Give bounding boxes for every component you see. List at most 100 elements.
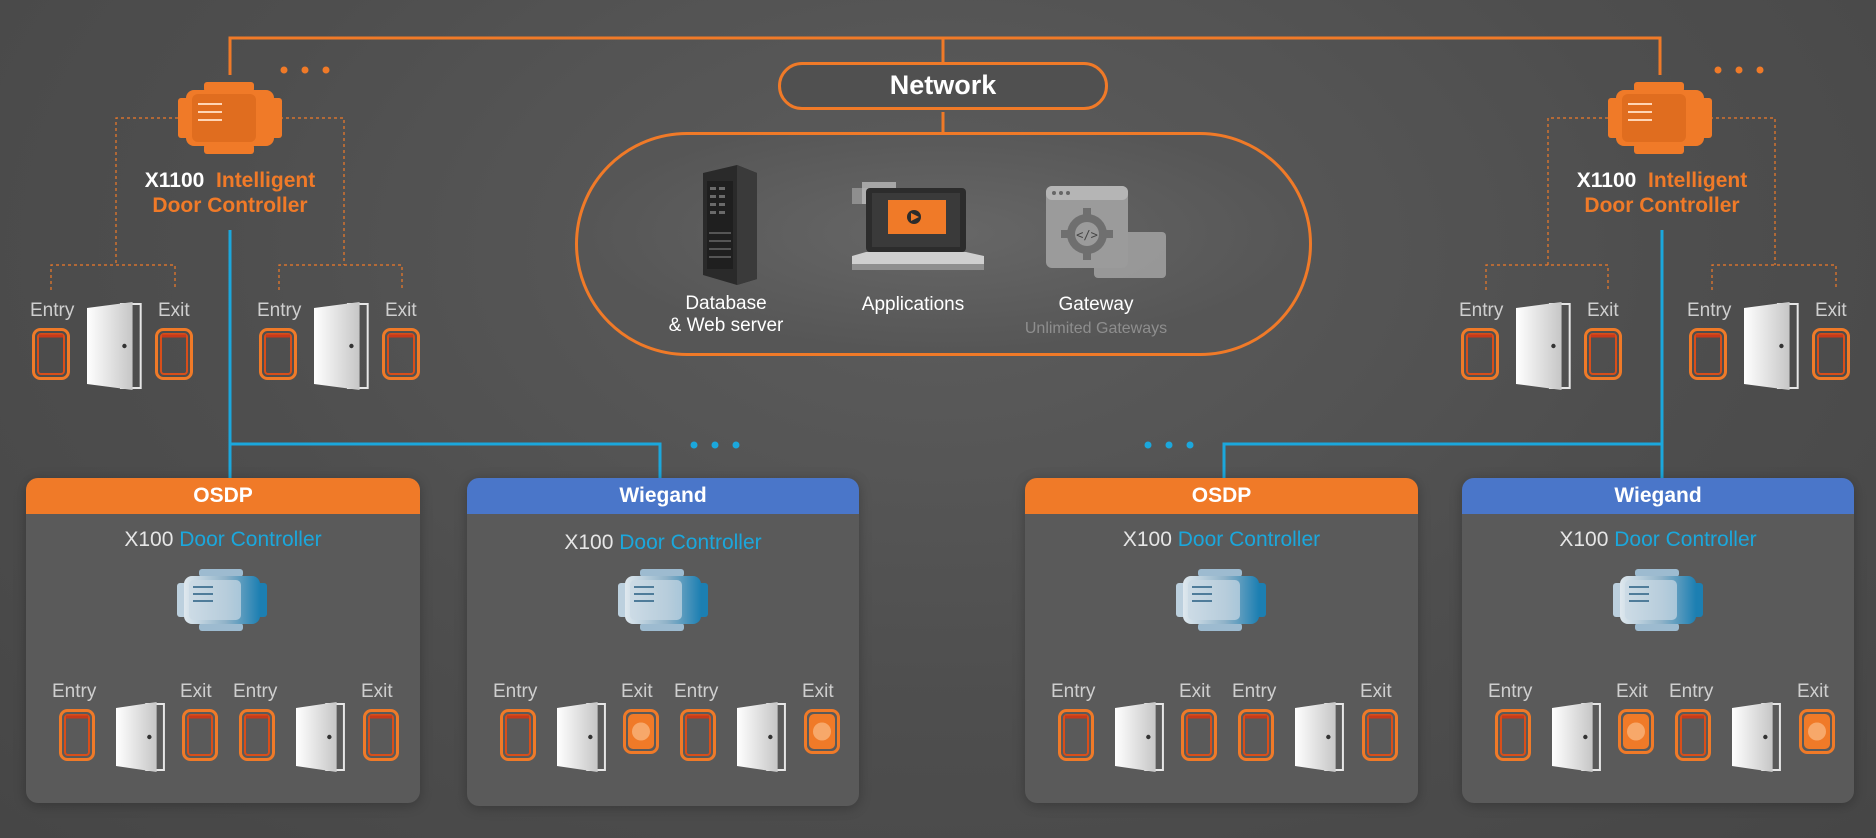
door-label-exit: Exit <box>1815 300 1847 321</box>
x1100-controller-icon <box>178 82 282 154</box>
card-reader-icon <box>1461 328 1499 380</box>
panel-desc: Door Controller <box>1177 528 1321 551</box>
svg-text:</>: </> <box>1076 228 1098 242</box>
card-reader-icon <box>1181 709 1217 761</box>
panel-header: Wiegand <box>467 478 859 514</box>
database-server-icon <box>703 165 757 285</box>
panel-desc: Door Controller <box>1614 528 1757 551</box>
door-label-entry: Entry <box>52 681 97 702</box>
panel-title: X100 Door Controller <box>26 528 420 552</box>
card-reader-icon <box>1675 709 1711 761</box>
door-label-exit: Exit <box>1360 681 1392 702</box>
door-icon <box>1744 302 1799 390</box>
panel-title: X100 Door Controller <box>467 531 859 555</box>
card-reader-icon <box>1584 328 1622 380</box>
controller-right-model: X1100 <box>1576 169 1637 192</box>
laptop-icon <box>852 182 984 270</box>
x100-controller-icon <box>177 569 267 631</box>
door-label-exit: Exit <box>1797 681 1829 702</box>
database-label-2: & Web server <box>668 315 784 336</box>
controller-left-title: X1100 Intelligent <box>110 168 350 193</box>
panel-desc: Door Controller <box>619 531 762 554</box>
card-reader-icon <box>1495 709 1531 761</box>
door-label-entry: Entry <box>674 681 719 702</box>
database-label-1: Database <box>685 293 767 314</box>
controller-left-model: X1100 <box>144 169 205 192</box>
panel-wiegand-1: Wiegand X100 Door Controller <box>467 478 859 806</box>
door-icon <box>1552 702 1601 772</box>
controller-right-desc1: Intelligent <box>1648 169 1748 192</box>
door-label-entry: Entry <box>1051 681 1096 702</box>
door-icon <box>737 702 786 772</box>
controller-left-desc1: Intelligent <box>216 169 316 192</box>
card-reader-icon <box>1058 709 1094 761</box>
door-label-exit: Exit <box>158 300 190 321</box>
card-reader-icon <box>363 709 399 761</box>
gateway-sublabel: Unlimited Gateways <box>1024 320 1168 337</box>
door-label-entry: Entry <box>1459 300 1504 321</box>
door-label-exit: Exit <box>1587 300 1619 321</box>
door-label-entry: Entry <box>1232 681 1277 702</box>
door-label-entry: Entry <box>30 300 75 321</box>
door-icon <box>557 702 606 772</box>
network-pill <box>778 62 1108 110</box>
door-label-exit: Exit <box>1179 681 1211 702</box>
door-label-exit: Exit <box>621 681 653 702</box>
card-reader-icon <box>32 328 70 380</box>
card-reader-icon <box>382 328 420 380</box>
door-icon <box>1516 302 1571 390</box>
card-reader-icon <box>1238 709 1274 761</box>
door-icon <box>1295 702 1344 772</box>
controller-right-title: X1100 Intelligent <box>1542 168 1782 193</box>
door-label-exit: Exit <box>385 300 417 321</box>
door-icon <box>1115 702 1164 772</box>
controller-right-desc2: Door Controller <box>1584 194 1740 217</box>
panel-title: X100 Door Controller <box>1025 528 1418 552</box>
door-icon <box>1732 702 1781 772</box>
controller-left-desc2: Door Controller <box>152 194 308 217</box>
x1100-controller-icon <box>1608 82 1712 154</box>
card-reader-icon <box>155 328 193 380</box>
door-label-exit: Exit <box>802 681 834 702</box>
exit-button-icon <box>623 709 659 754</box>
door-label-entry: Entry <box>233 681 278 702</box>
card-reader-icon <box>259 328 297 380</box>
exit-button-icon <box>1799 709 1835 754</box>
door-label-entry: Entry <box>1488 681 1533 702</box>
x100-controller-icon <box>618 569 708 631</box>
exit-button-icon <box>804 709 840 754</box>
door-icon <box>87 302 142 390</box>
door-icon <box>314 302 369 390</box>
door-label-exit: Exit <box>1616 681 1648 702</box>
panel-header: OSDP <box>1025 478 1418 514</box>
gateway-icon: </> <box>1046 186 1166 278</box>
x100-controller-icon <box>1176 569 1266 631</box>
card-reader-icon <box>59 709 95 761</box>
panel-model: X100 <box>1122 528 1172 551</box>
door-label-entry: Entry <box>1687 300 1732 321</box>
panel-model: X100 <box>1559 528 1609 551</box>
panel-title: X100 Door Controller <box>1462 528 1854 552</box>
card-reader-icon <box>680 709 716 761</box>
door-label-entry: Entry <box>1669 681 1714 702</box>
panel-osdp-1: OSDP X100 Door Controller <box>26 478 420 803</box>
panel-osdp-2: OSDP X100 Door Controller <box>1025 478 1418 803</box>
panel-wiegand-2: Wiegand X100 Door Controller <box>1462 478 1854 803</box>
card-reader-icon <box>1689 328 1727 380</box>
applications-label: Applications <box>861 294 965 315</box>
panel-header: OSDP <box>26 478 420 514</box>
door-icon <box>116 702 165 772</box>
door-label-entry: Entry <box>493 681 538 702</box>
card-reader-icon <box>1362 709 1398 761</box>
card-reader-icon <box>239 709 275 761</box>
card-reader-icon <box>500 709 536 761</box>
door-label-entry: Entry <box>257 300 302 321</box>
x100-controller-icon <box>1613 569 1703 631</box>
panel-model: X100 <box>124 528 174 551</box>
door-label-exit: Exit <box>361 681 393 702</box>
panel-model: X100 <box>564 531 614 554</box>
card-reader-icon <box>182 709 218 761</box>
card-reader-icon <box>1812 328 1850 380</box>
gateway-label: Gateway <box>1058 294 1134 315</box>
